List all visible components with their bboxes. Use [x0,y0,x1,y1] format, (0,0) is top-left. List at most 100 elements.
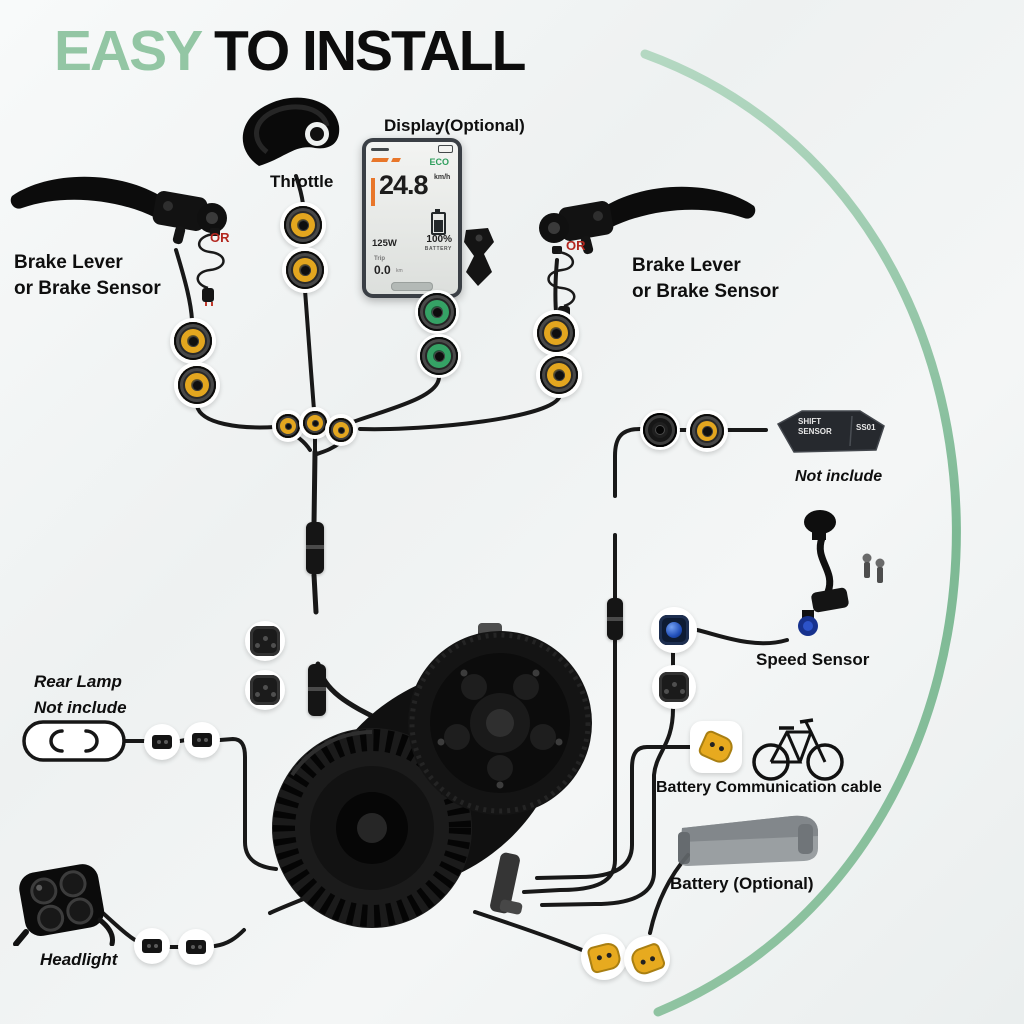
brake-left-connector-2 [174,362,220,408]
throttle-label: Throttle [270,172,334,191]
page-title: EASY TO INSTALL [54,18,526,84]
brake-lever-left [6,158,238,264]
motor-icon [272,623,592,928]
speed-sensor-image [778,508,890,648]
speed-sensor-icon [798,510,885,636]
mid-drive-motor [262,615,622,960]
or-label-left: OR [210,230,230,245]
display-logo-bar [391,282,433,291]
display-connector-1 [415,290,459,334]
yellow-connector-icon [286,251,324,289]
brake-left-label-line2: or Brake Sensor [14,278,161,299]
coiled-cable-icon [196,228,225,306]
display-mount [452,226,502,290]
trip-value: 0.0 [374,263,391,277]
shift-connector-black [640,410,680,450]
shift-connector-yellow [686,410,728,452]
throttle-icon [242,97,340,166]
square-plug-icon [250,675,280,705]
battery-label: Battery (Optional) [670,874,814,893]
junction-connector-3 [325,414,357,446]
speed-value: 24.8 [379,170,429,200]
rear-lamp-connector-1 [144,724,180,760]
xt60-connector-1 [581,934,627,980]
speed-connector-blue [651,607,697,653]
two-pin-plug-icon [192,733,212,747]
shift-tag-line1: SHIFT [798,417,822,426]
trip-unit: km [396,268,403,274]
yellow-connector-icon [537,314,575,352]
title-rest: TO INSTALL [200,19,526,83]
display-screen: ECO 24.8 km/h 125W 100% BATTERY Trip 0.0… [366,142,458,294]
shift-tag-line2: SENSOR [798,427,832,436]
battery-comm-label: Battery Communication cable [656,779,882,796]
yellow-connector-icon [178,366,216,404]
brand-slash-icon [391,158,401,162]
two-pin-plug-icon [152,735,172,749]
shift-inline-connector [607,598,623,640]
display-label: Display(Optional) [384,116,525,135]
yellow-plug-icon [696,728,736,766]
headlight-connector-1 [134,928,170,964]
green-arc [640,49,961,1017]
display-connector-2 [417,334,461,378]
shift-tag-model: SS01 [856,423,876,432]
title-highlight: EASY [54,19,202,83]
battery-word: BATTERY [424,246,452,252]
trip-label: Trip [374,256,386,262]
battery-comm-connector [690,721,742,773]
headlight-connector-2 [178,929,214,965]
brake-right-connector-2 [536,352,582,398]
main-cable-inline-connector-2 [308,664,326,716]
black-connector-icon [643,413,677,447]
junction-connector-1 [272,410,304,442]
speed-unit: km/h [434,174,451,181]
battery-level-icon [431,209,446,235]
yellow-connector-icon [276,414,300,438]
square-plug-icon [250,626,280,656]
battery-pack-icon [678,815,818,866]
bicycle-glyph [750,708,846,786]
headlight-icon [13,864,115,946]
statusbar-battery-icon [438,145,453,153]
power-value: 125W [372,238,397,249]
mount-bracket-icon [464,228,494,286]
two-pin-plug-icon [186,940,206,954]
brake-lever-right [528,168,760,274]
green-connector-icon [420,337,458,375]
yellow-connector-icon [329,418,353,442]
throttle-connector-2 [282,247,328,293]
yellow-plug-icon [627,941,667,977]
speed-connector-square [652,665,696,709]
blue-connector-icon [659,615,689,645]
shift-sensor-note: Not include [795,468,883,485]
yellow-connector-icon [690,414,724,448]
rear-lamp-connector-2 [184,722,220,758]
headlight-label: Headlight [40,950,118,969]
square-plug-icon [659,672,689,702]
yellow-connector-icon [284,206,322,244]
speed-accent-bar [371,178,375,206]
battery-percent: 100% [426,234,452,245]
xt60-connector-2 [624,936,670,982]
green-connector-icon [418,293,456,331]
brake-right-label-line1: Brake Lever [632,255,741,276]
rear-lamp-label-line1: Rear Lamp [34,672,122,691]
shift-sensor-tag: SHIFT SENSOR SS01 [768,404,890,460]
or-label-right: OR [566,238,586,253]
shift-sensor-icon [776,410,885,453]
throttle-connector-1 [280,202,326,248]
speed-sensor-label: Speed Sensor [756,650,870,669]
yellow-connector-icon [540,356,578,394]
brake-left-label-line1: Brake Lever [14,252,123,273]
yellow-plug-icon [585,940,623,974]
ride-mode: ECO [429,157,449,167]
brand-slash-icon [371,158,389,162]
display-statusbar [371,145,453,153]
statusbar-icons [371,147,389,151]
display-device: ECO 24.8 km/h 125W 100% BATTERY Trip 0.0… [362,138,462,298]
bicycle-icon [752,718,844,781]
rear-lamp-label-line2: Not include [34,698,127,717]
throttle-image [233,92,353,180]
